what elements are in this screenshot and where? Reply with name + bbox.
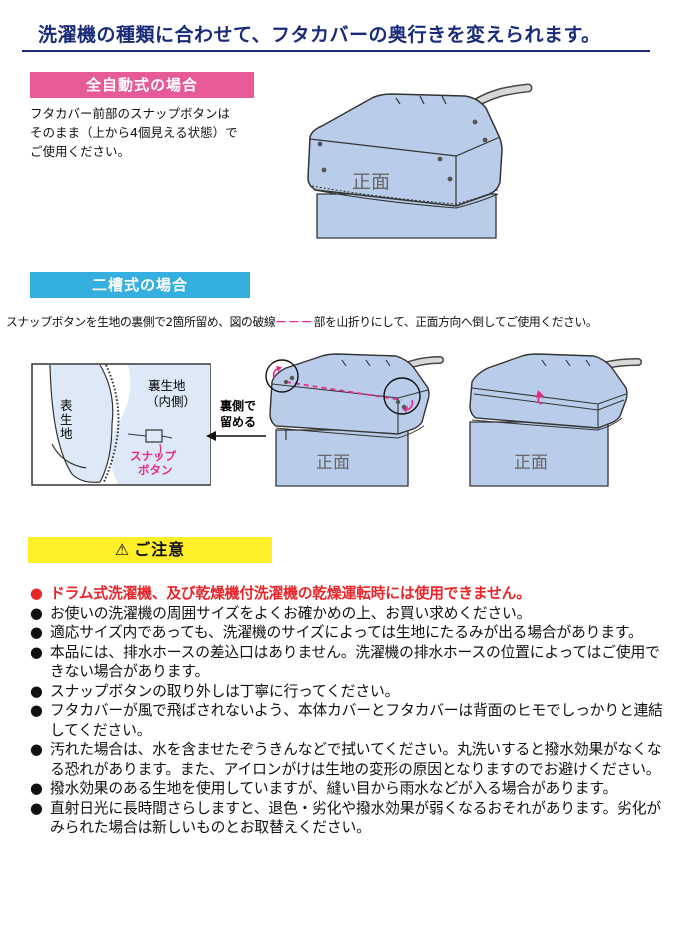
twin-instruction-after: 部を山折りにして、正面方向へ倒してご使用ください。 bbox=[313, 315, 598, 329]
title-underline bbox=[22, 50, 650, 52]
caution-item: ●適応サイズ内であっても、洗濯機のサイズによっては生地にたるみが出る場合がありま… bbox=[30, 624, 643, 641]
twin-folded-illustration: 正面 bbox=[469, 353, 642, 487]
caution-item: ●撥水効果のある生地を使用していますが、縫い目から雨水などが入る場合があります。 bbox=[30, 780, 618, 797]
snap-detail-illustration: 表 生 地 裏生地 （内側） スナップ ボタン bbox=[31, 363, 211, 486]
caution-item: ●ドラム式洗濯機、及び乾燥機付洗濯機の乾燥運転時には使用できません。 bbox=[30, 585, 531, 602]
fasten-label-2: 留める bbox=[220, 414, 256, 429]
fasten-arrow: 裏側で 留める bbox=[206, 398, 266, 441]
caution-item: ●本品には、排水ホースの差込口はありません。洗濯機の排水ホースの位置によってはご… bbox=[30, 643, 660, 681]
caution-item: ●汚れた場合は、水を含ませたぞうきんなどで拭いてください。丸洗いすると撥水効果が… bbox=[30, 741, 662, 778]
auto-heading: 全自動式の場合 bbox=[30, 72, 254, 98]
caution-item: ●お使いの洗濯機の周囲サイズをよくお確かめの上、お買い求めください。 bbox=[30, 604, 532, 622]
caution-item: ●スナップボタンの取り外しは丁寧に行ってください。 bbox=[30, 682, 400, 700]
auto-description: フタカバー前部のスナップボタンは そのまま（上から4個見える状態）で ご使用くだ… bbox=[30, 106, 238, 159]
bullet-icon: ● bbox=[30, 780, 43, 797]
outer-fabric-label-1: 表 bbox=[60, 398, 73, 413]
caution-heading-text: ご注意 bbox=[134, 540, 186, 559]
page-title: 洗濯機の種類に合わせて、フタカバーの奥行きを変えられます。 bbox=[38, 24, 601, 46]
bullet-icon: ● bbox=[30, 604, 43, 622]
twin-heading: 二槽式の場合 bbox=[30, 272, 250, 298]
caution-heading: ⚠ご注意 bbox=[28, 537, 272, 563]
bullet-icon: ● bbox=[30, 585, 43, 602]
inner-fabric-label-2: （内側） bbox=[146, 394, 196, 409]
twin-fold-illustration: 正面 bbox=[265, 353, 444, 487]
bullet-icon: ● bbox=[30, 682, 43, 700]
twin-front-label-1: 正面 bbox=[316, 453, 350, 473]
bullet-icon: ● bbox=[30, 799, 43, 817]
caution-list: ●ドラム式洗濯機、及び乾燥機付洗濯機の乾燥運転時には使用できません。 ●お使いの… bbox=[30, 584, 670, 838]
bullet-icon: ● bbox=[30, 624, 43, 641]
inner-fabric-label-1: 裏生地 bbox=[148, 378, 186, 393]
auto-front-label: 正面 bbox=[352, 171, 390, 193]
bullet-icon: ● bbox=[30, 741, 43, 758]
caution-item: ●直射日光に長時間さらしますと、退色・劣化や撥水効果が弱くなるおそれがあります。… bbox=[30, 799, 662, 837]
auto-washer-illustration: 正面 bbox=[307, 83, 533, 239]
fasten-label-1: 裏側で bbox=[219, 398, 256, 413]
bullet-icon: ● bbox=[30, 702, 43, 719]
snap-label-1: スナップ bbox=[130, 449, 176, 463]
outer-fabric-label-2: 生 bbox=[60, 412, 73, 427]
warning-triangle-icon: ⚠ bbox=[114, 540, 131, 559]
twin-front-label-2: 正面 bbox=[514, 453, 548, 473]
outer-fabric-label-3: 地 bbox=[60, 426, 73, 441]
bullet-icon: ● bbox=[30, 643, 43, 661]
twin-instruction-before: スナップボタンを生地の裏側で2箇所留め、図の破線 bbox=[6, 315, 276, 329]
twin-instruction: スナップボタンを生地の裏側で2箇所留め、図の破線－－－部を山折りにして、正面方向… bbox=[6, 313, 678, 330]
caution-item: ●フタカバーが風で飛ばされないよう、本体カバーとフタカバーは背面のヒモでしっかり… bbox=[30, 702, 663, 739]
snap-label-2: ボタン bbox=[138, 463, 173, 477]
dashed-line-legend: －－－ bbox=[275, 315, 314, 329]
